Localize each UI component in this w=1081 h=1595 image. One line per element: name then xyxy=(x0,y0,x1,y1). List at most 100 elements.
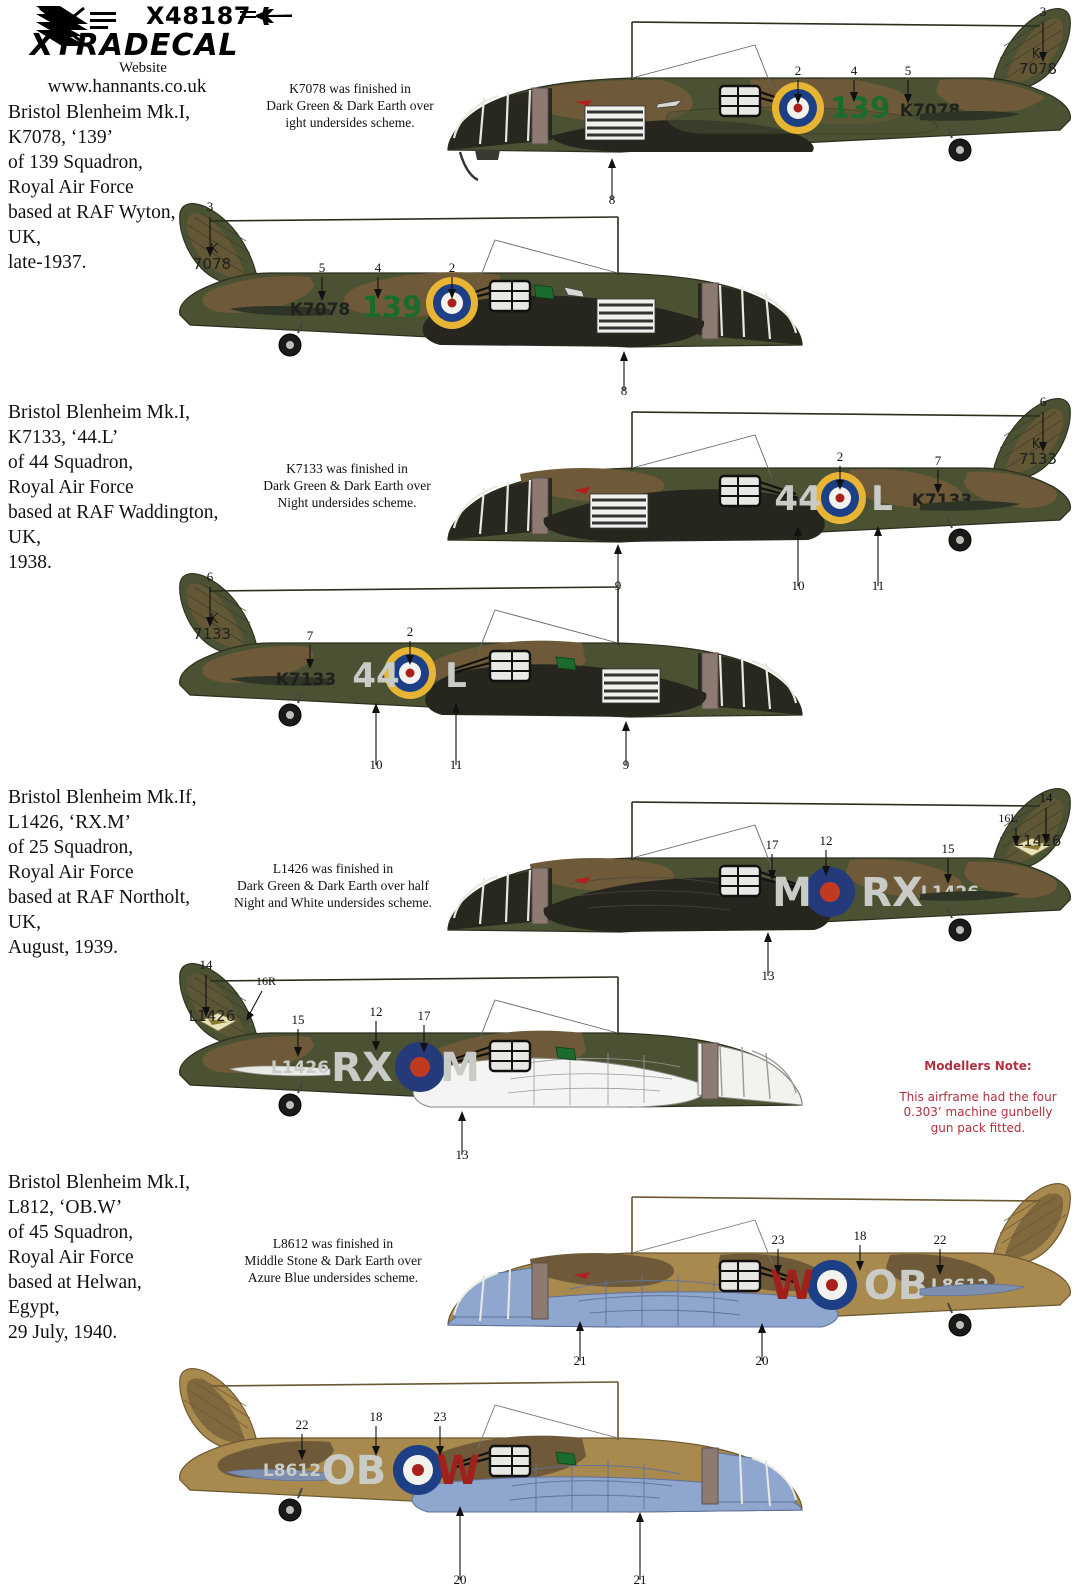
canopy-outline xyxy=(477,239,619,284)
callout-label: 3 xyxy=(1040,4,1047,19)
green-marking xyxy=(533,284,555,300)
nose-frame xyxy=(452,869,532,925)
modellers-note-title: Modellers Note: xyxy=(924,1058,1032,1073)
tail-fin-camo xyxy=(1004,18,1064,84)
callout-group: 3 2 4 5 8 xyxy=(608,4,1047,207)
aircraft-profile-l1426-port: RX M L1426 L1426 14 16R 15 12 17 13 xyxy=(170,955,830,1162)
modellers-note: Modellers Note: This airframe had the fo… xyxy=(880,1043,1076,1136)
gun-turret xyxy=(718,474,799,508)
radio-aerial xyxy=(209,976,619,1035)
gun-turret xyxy=(718,1259,799,1293)
fuselage-roundel xyxy=(772,82,824,134)
green-marking xyxy=(555,1451,577,1466)
callout-label: 2 xyxy=(795,63,802,78)
tailwheel xyxy=(278,1082,303,1117)
scheme-description-k7078: Bristol Blenheim Mk.I, K7078, ‘139’ of 1… xyxy=(8,102,190,273)
fuselage-serial: L1426 xyxy=(271,1058,329,1078)
canopy-outline xyxy=(631,1219,773,1264)
callout-label: 6 xyxy=(1040,394,1047,409)
callout-label: 4 xyxy=(375,260,382,275)
radio-aerial xyxy=(209,586,619,645)
squadron-code-right: L xyxy=(445,656,467,696)
callout-group: 14 16L 17 12 15 13 xyxy=(762,790,1054,983)
scheme-description-l1426: Bristol Blenheim Mk.If, L1426, ‘RX.M’ of… xyxy=(8,787,197,958)
callout-label: 17 xyxy=(766,837,780,852)
squadron-code: 139 xyxy=(830,91,891,125)
callout-group: 6 7 2 10 11 9 xyxy=(206,569,630,772)
green-marking xyxy=(555,656,577,671)
red-marking xyxy=(573,487,590,494)
callout-label: 10 xyxy=(370,757,383,772)
bulkhead xyxy=(701,1042,719,1100)
squadron-code-right: RX xyxy=(861,870,923,916)
fuselage-serial: K7133 xyxy=(276,670,337,690)
brand-name: XTRADECAL xyxy=(30,28,239,63)
tail-rib-lines xyxy=(999,17,1067,79)
callout-label: 20 xyxy=(756,1353,769,1368)
nose-frame xyxy=(453,1268,511,1322)
red-marking xyxy=(575,100,592,106)
callout-label: 13 xyxy=(762,968,775,983)
bulkhead xyxy=(531,1262,549,1320)
tailplane xyxy=(225,1468,331,1482)
gun-turret xyxy=(718,864,799,898)
nose-frame xyxy=(452,89,532,145)
tailplane xyxy=(920,111,1020,121)
callout-label: 5 xyxy=(319,260,326,275)
callout-label: 2 xyxy=(449,260,456,275)
callout-label: 7 xyxy=(307,628,314,643)
fuselage-roundel xyxy=(393,1445,443,1495)
nose-glazing xyxy=(448,88,552,150)
gun-turret xyxy=(451,649,532,683)
xtradecal-logo: X48187 XTRADECAL Website www.hannants.co… xyxy=(18,2,292,97)
tailwheel xyxy=(278,322,303,357)
squadron-code: 139 xyxy=(362,290,423,324)
gun-turret xyxy=(451,279,532,313)
tail-serial: L1426 xyxy=(1015,832,1062,850)
squadron-code-left: RX xyxy=(331,1045,393,1091)
tail-serial: L1426 xyxy=(189,1007,236,1025)
tail-fin-camo xyxy=(1004,408,1064,474)
nose-panel-lines xyxy=(569,1275,741,1326)
tailplane xyxy=(229,1065,331,1077)
callout-label: 18 xyxy=(854,1228,867,1243)
aircraft-profile-k7078-starboard: 139 K7078 K 7078 3 2 4 xyxy=(420,0,1080,207)
nose-step xyxy=(475,150,500,160)
callout-label: 23 xyxy=(434,1409,447,1424)
fuselage-roundel-type-b xyxy=(395,1042,445,1092)
aircraft-profile-k7078-port: 139 K7078 K 7078 3 5 4 2 8 xyxy=(170,195,830,398)
modellers-note-body: This airframe had the four 0.303’ machin… xyxy=(899,1089,1057,1135)
callout-group: 6 2 7 9 10 11 xyxy=(614,394,1047,593)
tail-serial-number: 7078 xyxy=(1019,60,1057,78)
callout-label: 12 xyxy=(820,833,833,848)
squadron-code-left: M xyxy=(772,870,812,916)
callout-label: 5 xyxy=(905,63,912,78)
fuselage-roundel xyxy=(426,277,478,329)
pitot-marking xyxy=(563,286,585,298)
tail-serial-number: 7133 xyxy=(1019,450,1057,468)
callout-label: 11 xyxy=(450,757,463,772)
tail-rib-lines xyxy=(183,1377,251,1439)
callout-label: 14 xyxy=(1040,790,1054,805)
callout-label: 4 xyxy=(851,63,858,78)
tail-rib-lines xyxy=(183,972,251,1034)
decal-9-bomb-bay xyxy=(589,493,649,529)
callout-label: 23 xyxy=(772,1232,785,1247)
tail-serial-letter: K xyxy=(210,612,219,627)
callout-label: 21 xyxy=(574,1353,587,1368)
callout-label: 16L xyxy=(998,811,1017,825)
nose-antenna xyxy=(458,151,479,182)
callout-label: 17 xyxy=(418,1008,432,1023)
tailplane xyxy=(230,676,330,686)
canopy-outline xyxy=(631,824,773,869)
website-label: Website xyxy=(119,60,167,76)
squadron-code-left: 44 xyxy=(352,656,399,696)
product-code: X48187 xyxy=(146,2,251,30)
tail-rib-lines xyxy=(999,1192,1067,1254)
nose-glazing xyxy=(698,653,802,715)
fuselage-roundel xyxy=(814,472,866,524)
callout-label: 20 xyxy=(454,1572,467,1587)
radio-aerial xyxy=(209,216,619,275)
tail-rib-lines xyxy=(183,582,251,644)
squadron-code-right: W xyxy=(436,1448,480,1494)
